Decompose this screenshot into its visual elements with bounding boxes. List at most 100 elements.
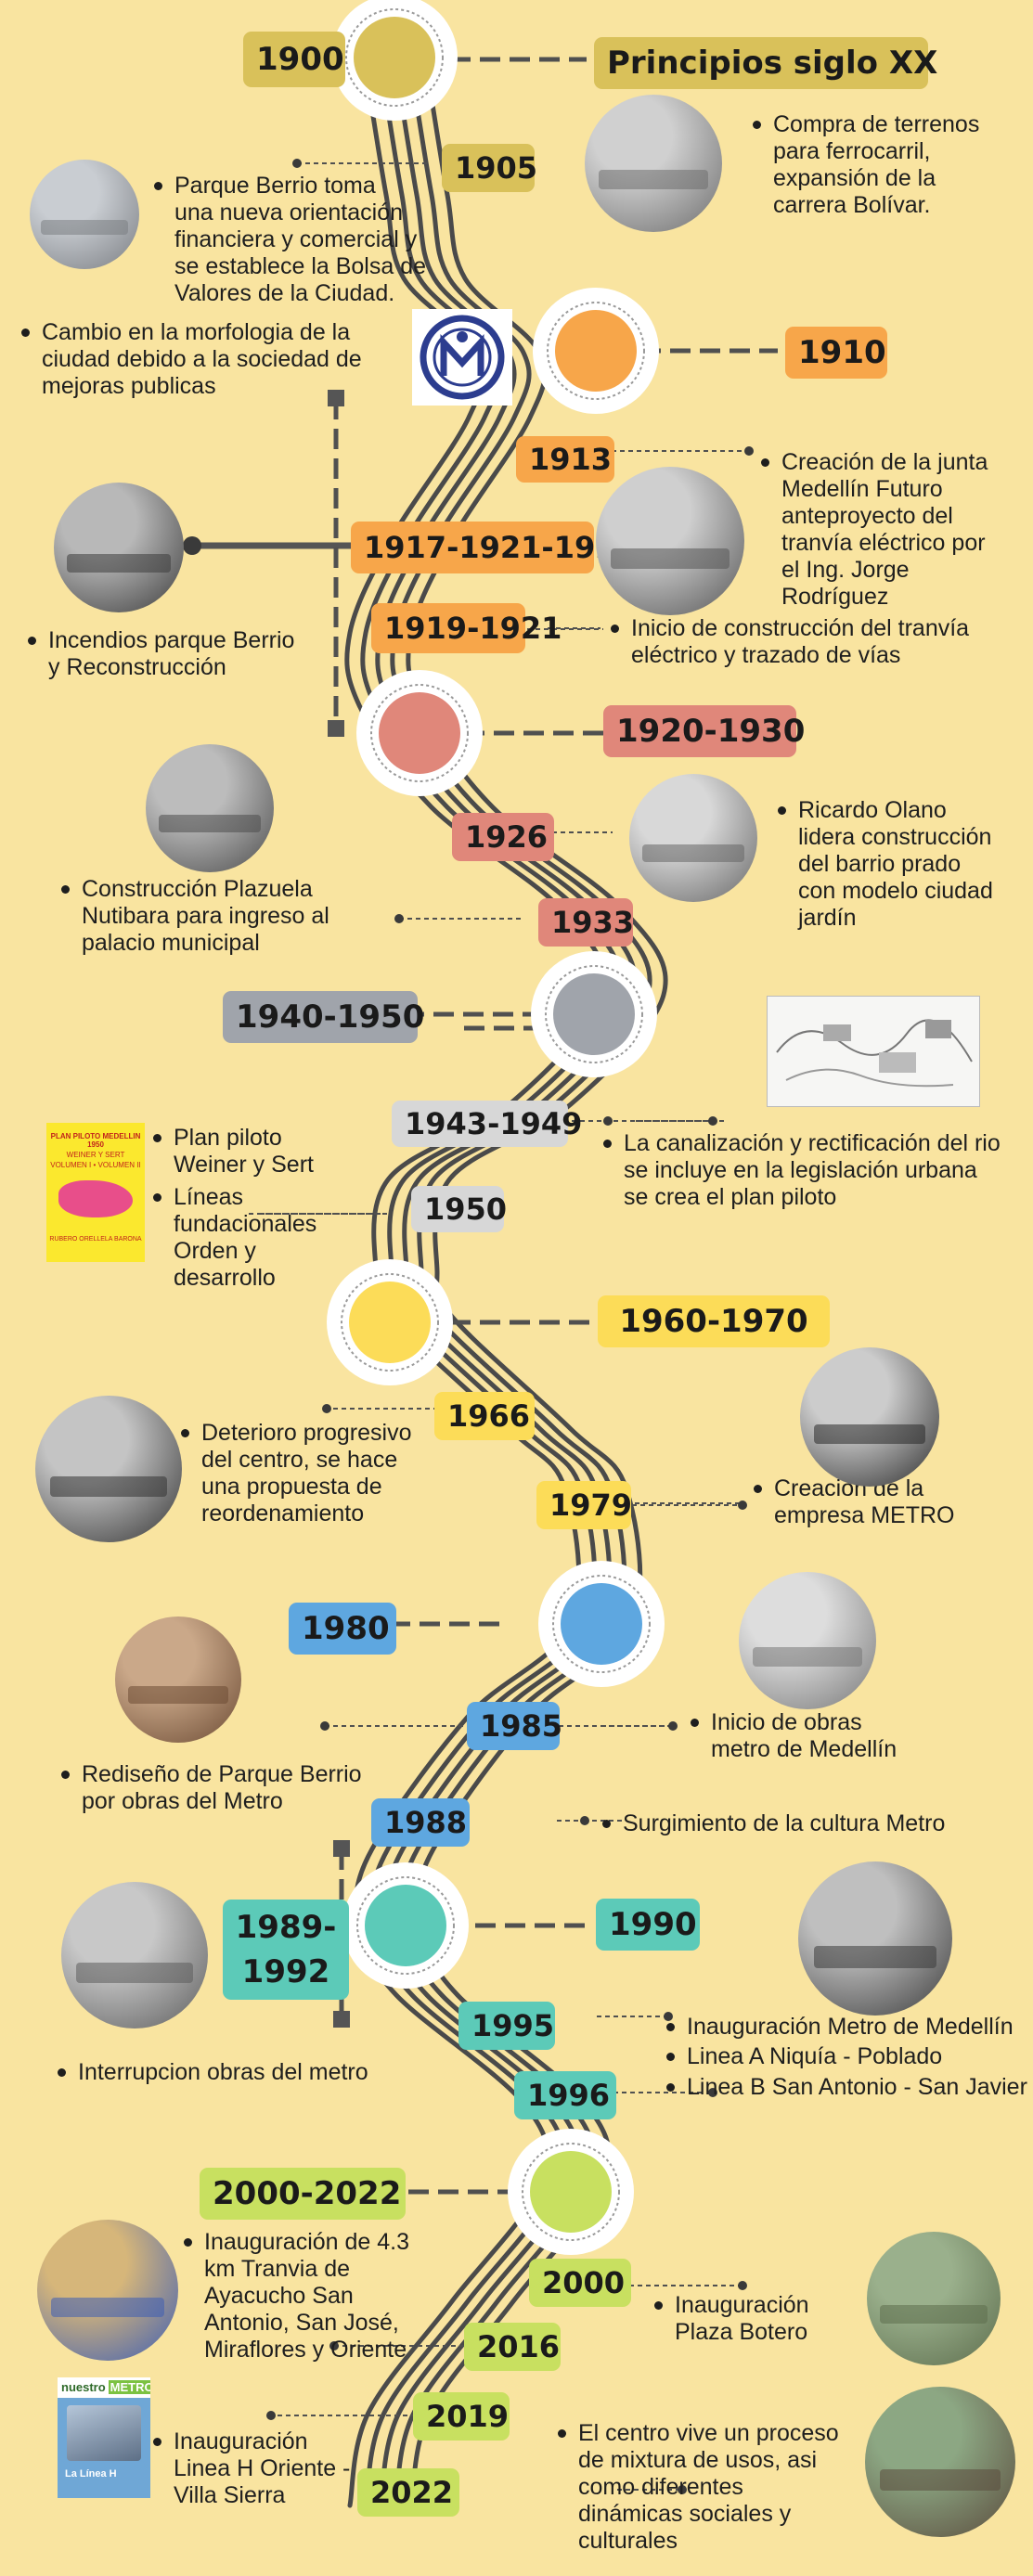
book-title: PLAN PILOTO MEDELLIN 1950 (50, 1132, 141, 1149)
text-deterioro-line: una propuesta de (201, 1474, 382, 1500)
text-junta-line: Creación de la junta (781, 449, 988, 475)
text-inicio-obras-line: Inicio de obras (711, 1709, 862, 1735)
text-empresa-line: empresa METRO (774, 1502, 955, 1528)
crowd-market-photo-detail (49, 1475, 168, 1497)
text-junta-line: Medellín Futuro (781, 476, 943, 502)
text-interrupcion-line: Interrupcion obras del metro (78, 2059, 368, 2085)
text-inicio-obras-line: metro de Medellín (711, 1736, 897, 1762)
year-label-y1995: 1995 (458, 2002, 555, 2050)
connector-dot (738, 2281, 747, 2290)
text-cultura-line: Surgimiento de la cultura Metro (623, 1810, 946, 1836)
circle-1940 (531, 951, 657, 1077)
construction-photo (115, 1616, 241, 1743)
connector-dot (320, 1721, 329, 1731)
connector-dot (292, 159, 302, 168)
metro-train-photo-detail (813, 1946, 937, 1968)
year-label-1989-1992: 1989-1992 (223, 1900, 349, 2000)
city-aerial-photo-detail (880, 2469, 1001, 2491)
circle-1900 (331, 0, 458, 121)
connector-dot (580, 1816, 589, 1825)
text-tranvia-ayacucho-line: Antonio, San José, (204, 2310, 399, 2336)
year-label-y1950: 1950 (411, 1186, 507, 1232)
map-icon (776, 1019, 973, 1088)
text-plazuela-line: palacio municipal (82, 930, 260, 956)
year-label-y1900: 1900 (243, 32, 345, 87)
bullet-interrupcion (58, 2068, 66, 2077)
bullet-linea-b (666, 2083, 675, 2092)
text-rediseno-line: Rediseño de Parque Berrio (82, 1761, 362, 1787)
text-compra-line: Compra de terrenos (773, 111, 980, 137)
text-olano-line: lidera construcción (798, 824, 992, 850)
text-plazuela-line: Construcción Plazuela (82, 876, 313, 902)
connector-dot (183, 536, 201, 555)
year-label-y1940: 1940-1950 (223, 991, 424, 1043)
bullet-inaug-metro (666, 2023, 675, 2031)
text-plazuela-line: Nutibara para ingreso al (82, 903, 329, 929)
text-centro-vive-line: como diferentes (578, 2474, 743, 2500)
text-deterioro-line: Deterioro progresivo (201, 1420, 412, 1446)
text-linea-h-line: Linea H Oriente - (174, 2455, 351, 2481)
book-subtitle: WEINER Y SERT (66, 1151, 125, 1159)
bullet-olano (778, 806, 786, 815)
viaduct-photo (61, 1882, 208, 2029)
book-map-shape (58, 1180, 133, 1217)
era-circles (327, 0, 665, 2255)
bullet-linea-a (666, 2053, 675, 2061)
church-photo (30, 160, 139, 269)
bullet-centro-vive (558, 2429, 566, 2438)
bullet-deterioro (181, 1429, 189, 1437)
city-aerial-photo (865, 2387, 1015, 2537)
year-label-y1933: 1933 (538, 898, 634, 947)
connector-dot (678, 2485, 687, 2494)
tower-street-photo (739, 1572, 876, 1709)
bullet-compra (753, 121, 761, 129)
text-piloto-line: Weiner y Sert (174, 1152, 314, 1178)
text-olano-line: jardín (798, 905, 857, 931)
text-parque-line: se establece la Bolsa de (174, 253, 427, 279)
text-centro-vive-line: de mixtura de usos, asi (578, 2447, 818, 2473)
city-map-image (767, 996, 980, 1107)
text-deterioro-line: del centro, se hace (201, 1447, 398, 1473)
text-tranvia-ayacucho-line: Miraflores y Oriente (204, 2337, 407, 2363)
bullet-incendios (28, 637, 36, 645)
text-compra-line: expansión de la (773, 165, 936, 191)
text-compra-line: para ferrocarril, (773, 138, 931, 164)
metro-train-photo (798, 1861, 952, 2016)
text-canalizacion-line: se crea el plan piloto (624, 1184, 837, 1210)
year-label-y1905: 1905 (442, 144, 537, 192)
year-label-y2016: 2016 (464, 2323, 561, 2371)
bullet-lineas (153, 1193, 161, 1202)
text-junta-line: Rodríguez (781, 584, 889, 610)
bullet-parque (154, 182, 162, 190)
bullet-canalizacion (603, 1140, 612, 1148)
text-tranvia-ayacucho-line: km Tranvia de (204, 2256, 351, 2282)
text-piloto-line: Plan piloto (174, 1125, 282, 1151)
plaza-botero-photo (867, 2232, 1001, 2365)
text-tranvia-line: Inicio de construcción del tranvía (631, 615, 970, 641)
text-deterioro-line: reordenamiento (201, 1501, 365, 1526)
avenue-trees-photo-detail (641, 844, 745, 863)
text-linea-a-line: Linea A Niquía - Poblado (687, 2043, 943, 2069)
text-cambio-line: Cambio en la morfologia de la (42, 319, 351, 345)
text-lineas-line: Orden y (174, 1238, 256, 1264)
year-label-y1966: 1966 (434, 1392, 535, 1440)
year-label-y1917: 1917-1921-1922 (351, 522, 637, 573)
magazine-brand-a: nuestro (61, 2380, 106, 2394)
text-lineas-line: Líneas (174, 1184, 244, 1210)
text-parque-line: una nueva orientación (174, 200, 404, 225)
building-fire-photo (54, 483, 184, 612)
text-parque-line: financiera y comercial y (174, 226, 418, 252)
connector-dot (744, 446, 754, 456)
connector-dot (394, 914, 404, 923)
text-lineas-line: desarrollo (174, 1265, 276, 1291)
text-plaza-botero-line: Plaza Botero (675, 2319, 808, 2345)
text-olano-line: Ricardo Olano (798, 797, 947, 823)
year-label-y1980: 1980 (289, 1603, 396, 1655)
year-label-y1979: 1979 (536, 1481, 632, 1529)
connector-lines (183, 57, 778, 2494)
text-incendios-line: Incendios parque Berrio (48, 627, 295, 653)
text-tranvia-ayacucho-line: Ayacucho San (204, 2283, 354, 2309)
year-label-y1919: 1919-1921 (371, 603, 562, 653)
